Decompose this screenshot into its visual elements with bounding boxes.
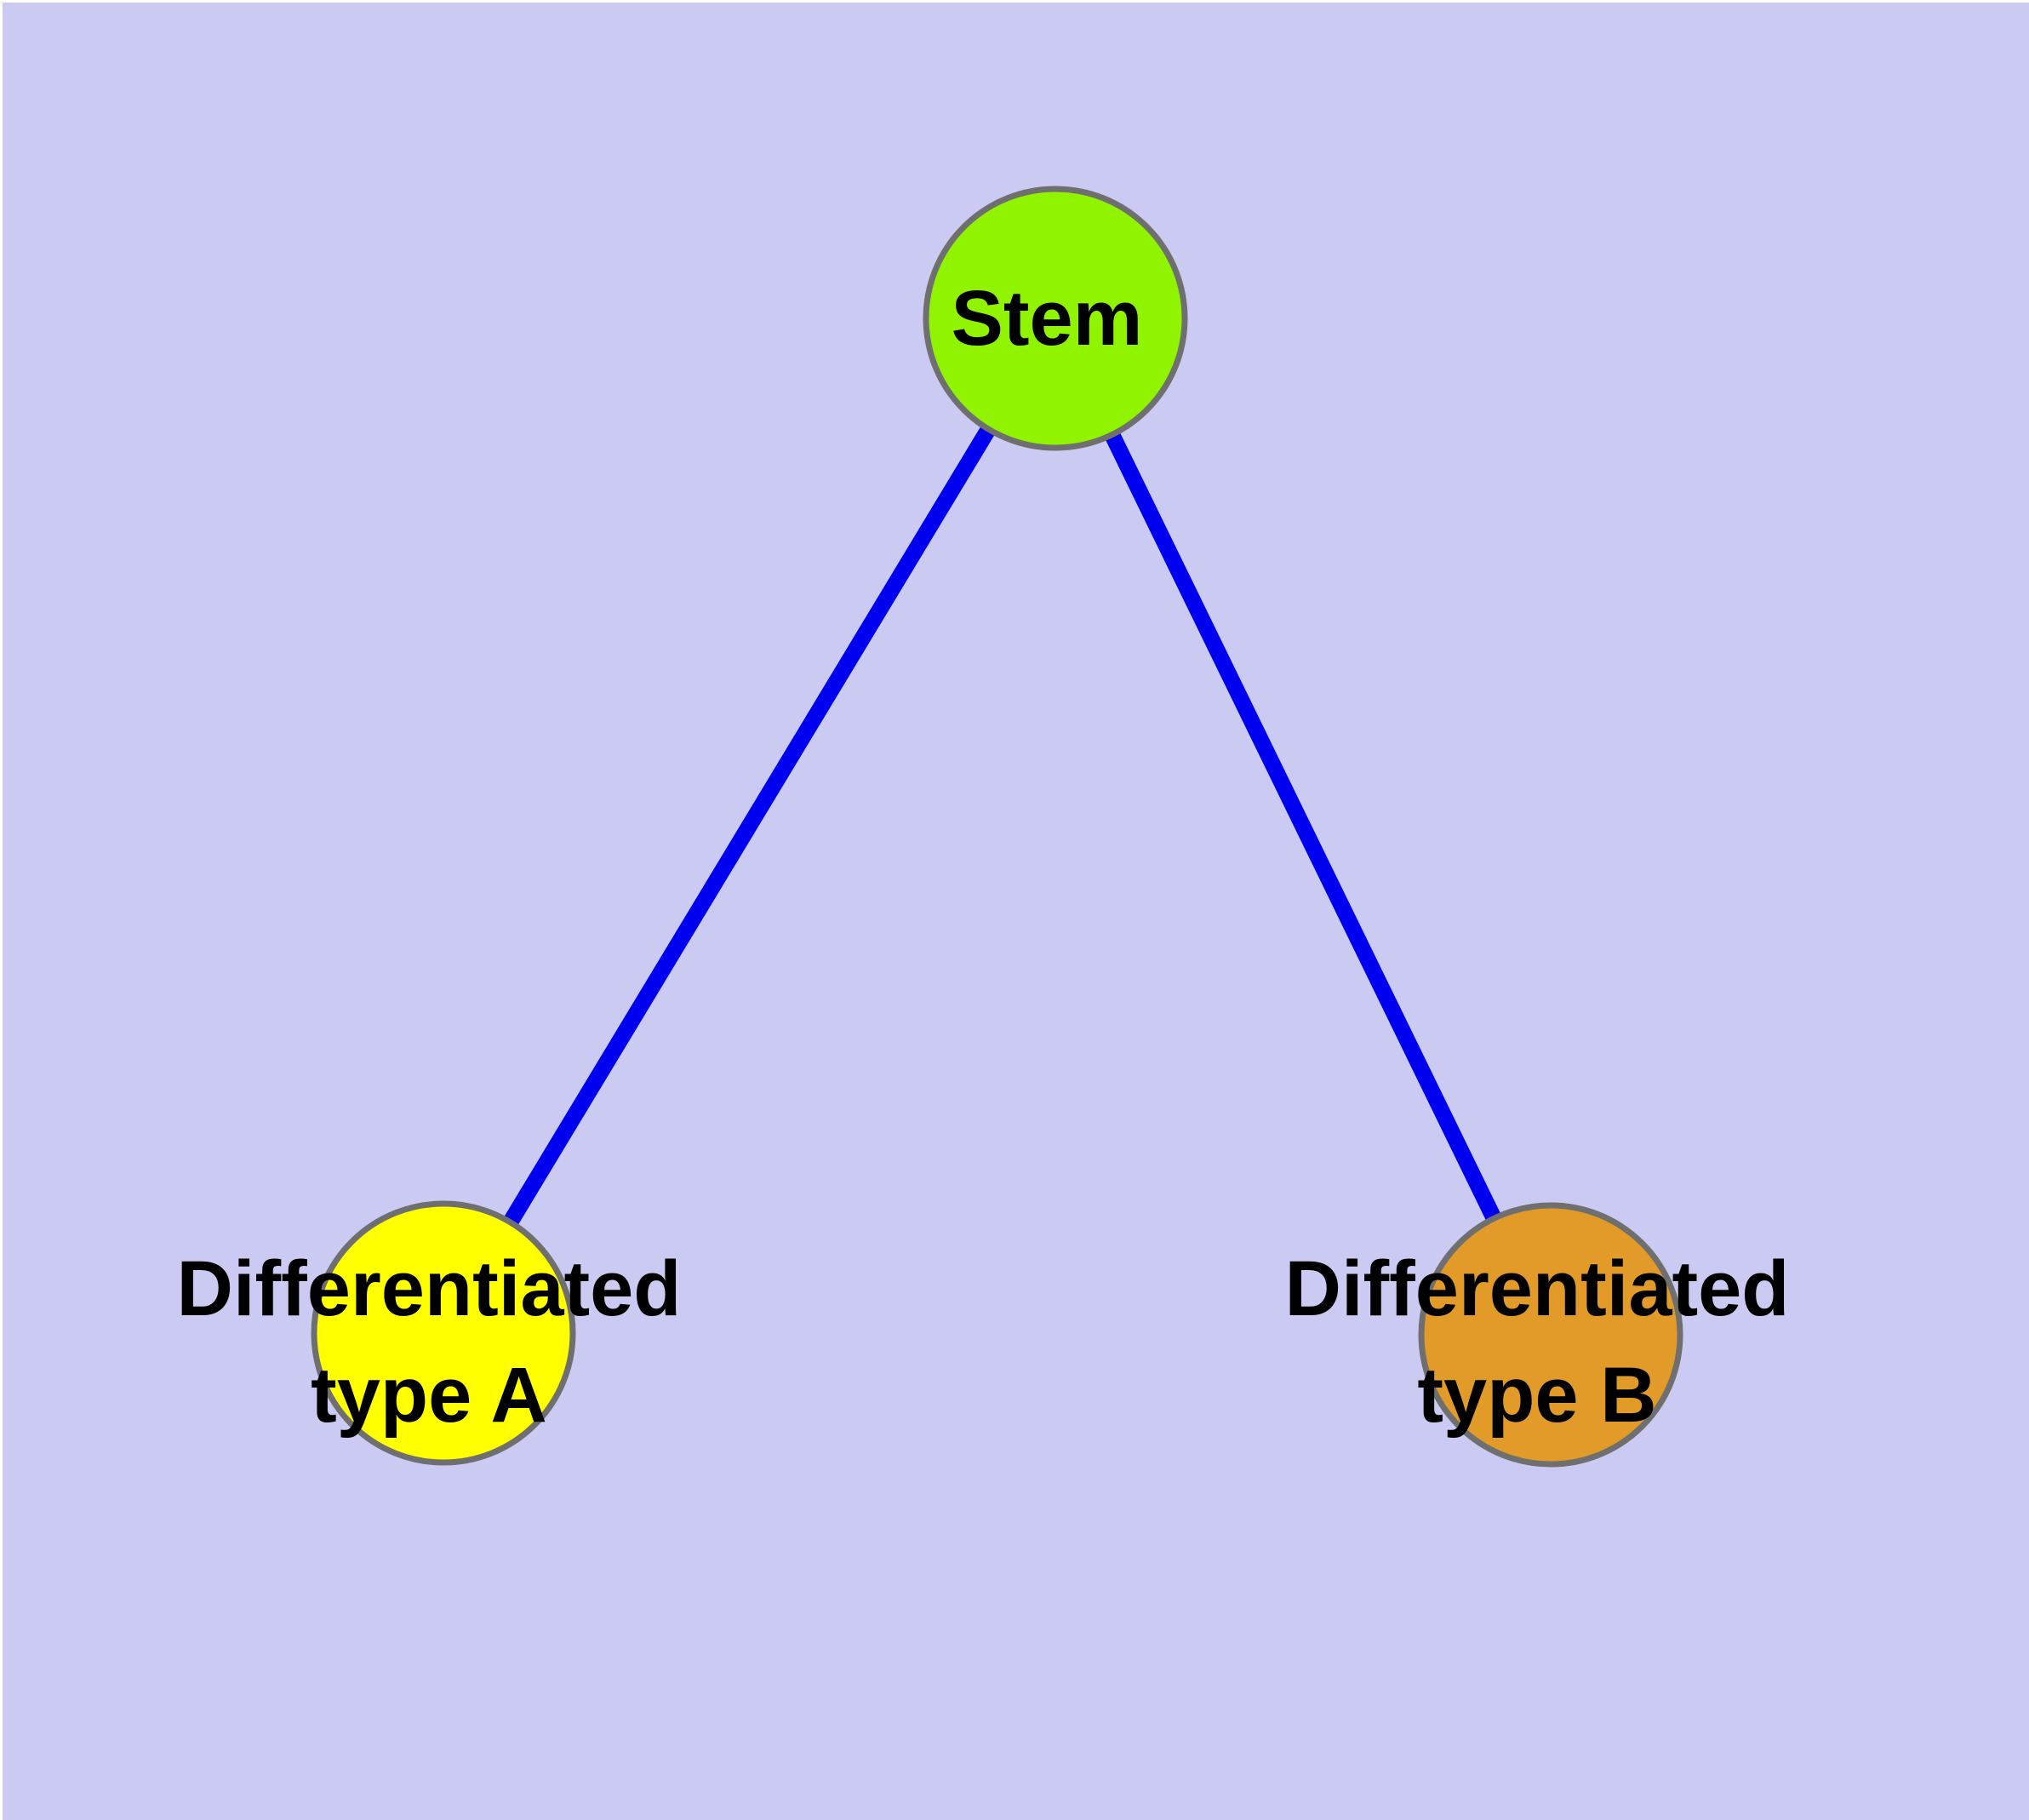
- node-stem[interactable]: [923, 186, 1188, 451]
- page-edge-top: [0, 0, 2029, 3]
- edge-stem-to-type-a: [436, 314, 1063, 1337]
- edge-stem-to-type-b: [1048, 314, 1558, 1339]
- node-differentiated-type-b[interactable]: [1418, 1202, 1683, 1468]
- node-differentiated-type-a[interactable]: [311, 1200, 576, 1466]
- page-edge-left: [0, 0, 3, 1820]
